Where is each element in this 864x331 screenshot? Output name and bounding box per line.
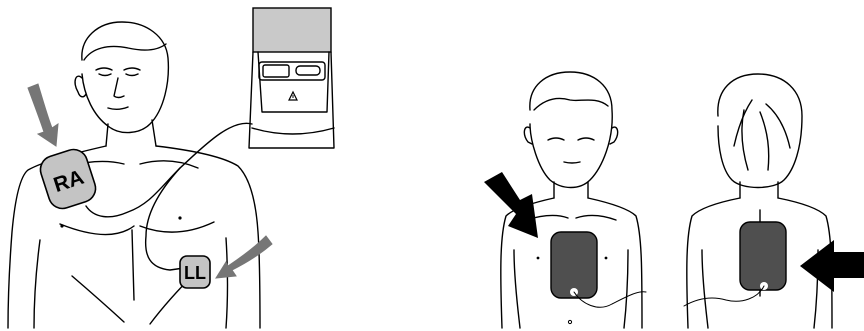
- adult-torso: [8, 120, 260, 328]
- adult-head: [75, 22, 168, 133]
- adult-panel: RA LL: [8, 8, 334, 328]
- child-front-electrode-pad: [551, 232, 597, 298]
- aed-device-icon: [249, 8, 334, 148]
- placement-arrow-icon: [28, 84, 58, 146]
- ra-electrode-pad: RA: [37, 146, 99, 212]
- warning-triangle-icon: [289, 92, 297, 100]
- child-back-electrode-pad: [740, 222, 786, 290]
- placement-arrow-icon: [484, 172, 538, 238]
- child-back-panel: [684, 74, 864, 328]
- placement-arrow-icon: [800, 240, 864, 292]
- placement-arrow-icon: [216, 236, 272, 278]
- ll-electrode-pad: LL: [180, 256, 210, 288]
- electrode-cable: [86, 123, 252, 217]
- ll-pad-label: LL: [184, 263, 206, 283]
- child-front-panel: [484, 72, 646, 328]
